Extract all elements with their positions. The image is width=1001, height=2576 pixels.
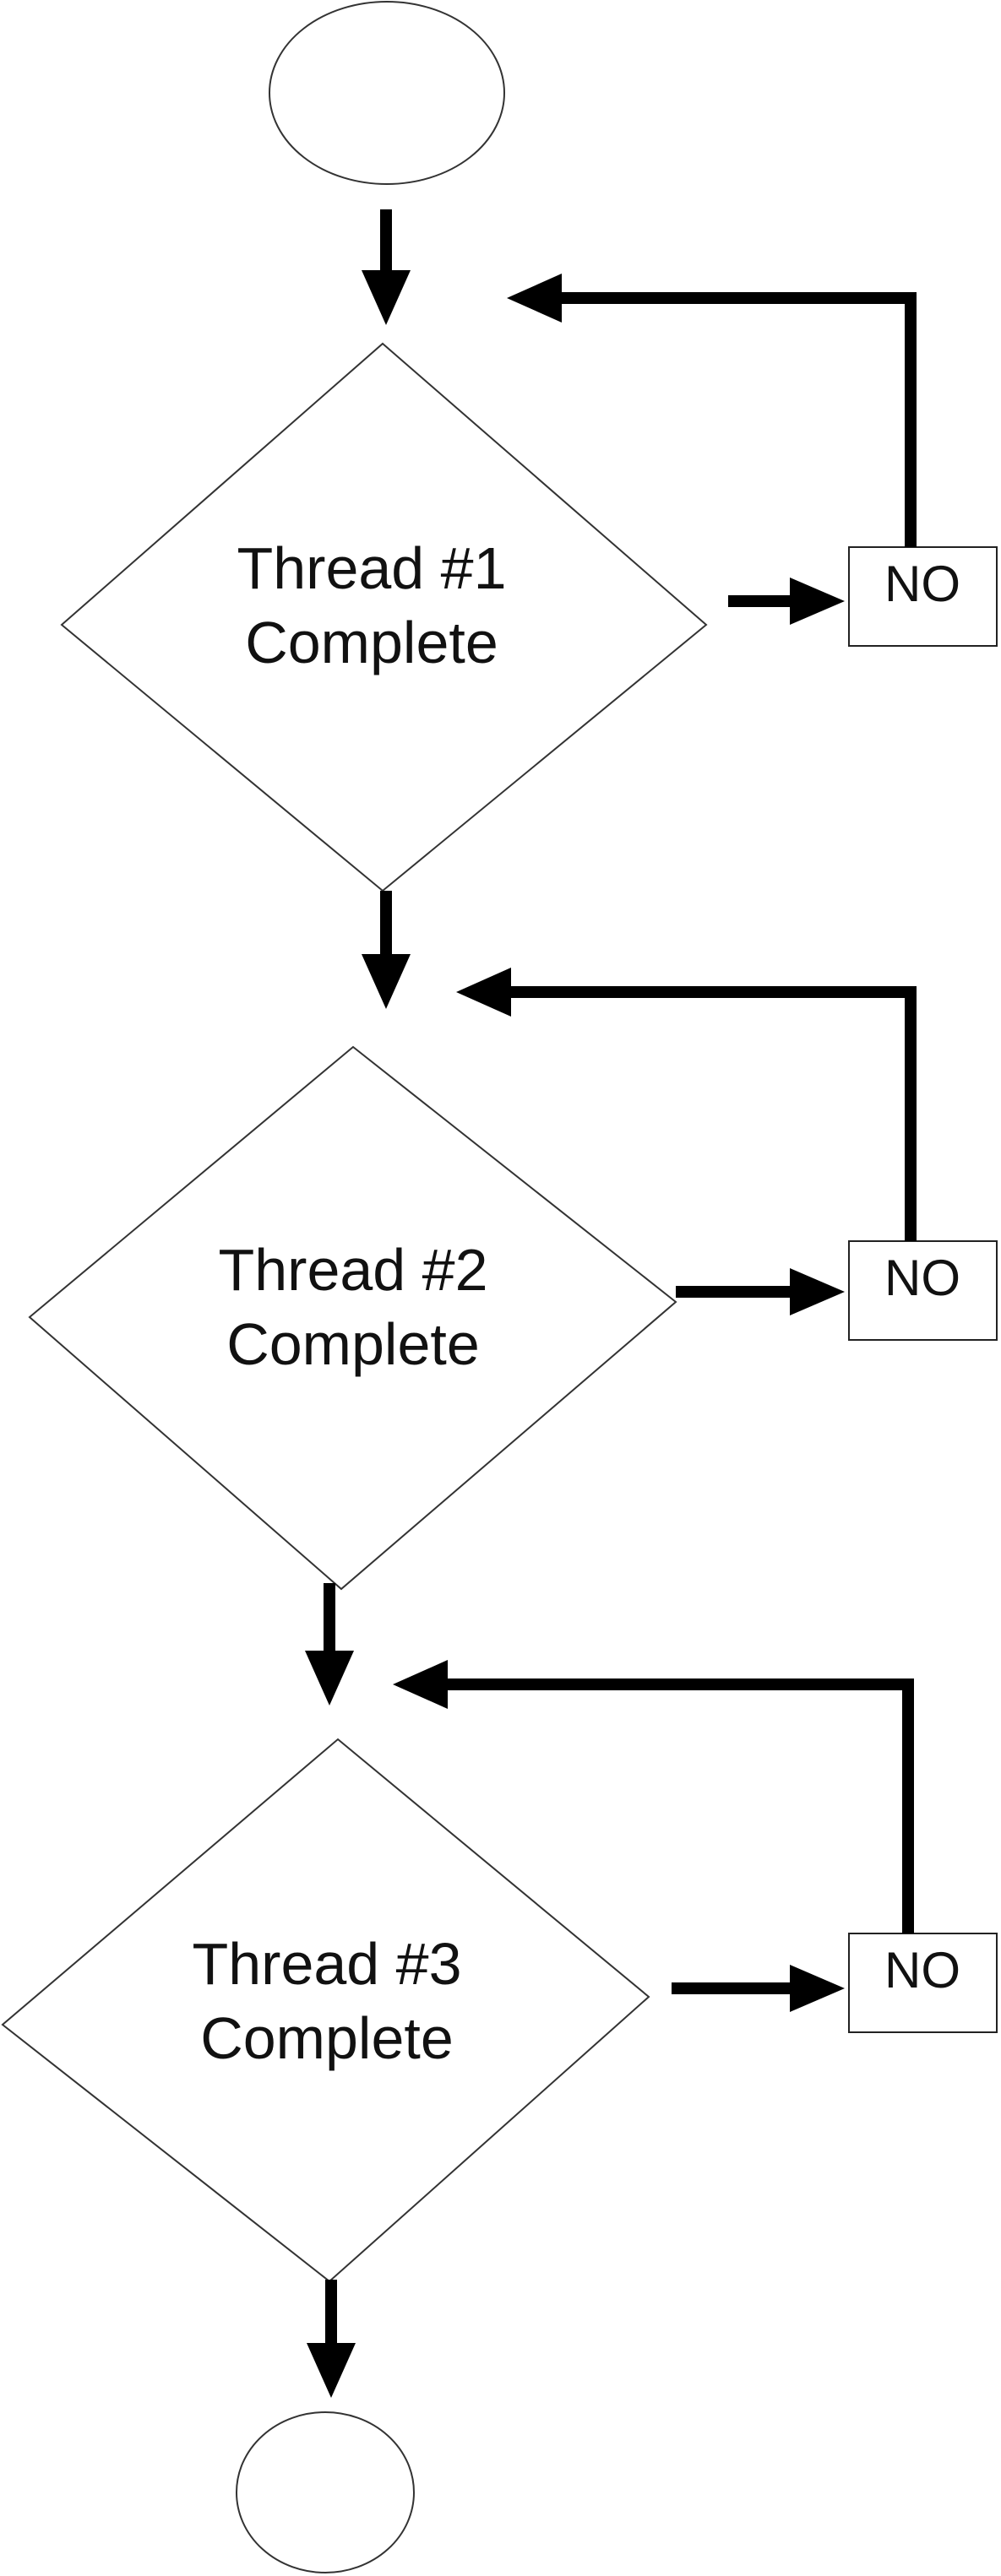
no-box-1 (848, 546, 998, 647)
loop-back-arrow-3 (393, 1660, 914, 1933)
decision-1-label-line1: Thread #1 (237, 535, 506, 601)
decision-3-label-line2: Complete (200, 2005, 454, 2071)
loop-back-arrow-1 (507, 274, 917, 547)
arrow-start-to-decision-1 (362, 209, 411, 325)
arrow-decision-2-to-no (676, 1268, 845, 1315)
no-label-3: NO (884, 1942, 960, 1998)
decision-3-label-line1: Thread #3 (192, 1931, 461, 1997)
no-box-2 (848, 1240, 998, 1341)
arrow-decision-3-to-no (672, 1965, 845, 2012)
loop-back-arrow-2 (456, 968, 917, 1241)
start-terminal (269, 1, 505, 185)
end-terminal (236, 2411, 415, 2573)
arrow-decision-1-to-decision-2 (362, 891, 411, 1009)
decision-diamond-2 (28, 1045, 677, 1591)
no-label-1: NO (884, 556, 960, 612)
no-label-2: NO (884, 1250, 960, 1306)
arrow-decision-1-to-no (728, 578, 845, 625)
no-box-3 (848, 1933, 998, 2033)
arrow-decision-2-to-decision-3 (305, 1583, 354, 1706)
decision-2-label-line2: Complete (226, 1311, 480, 1377)
arrow-decision-3-to-end (307, 2280, 356, 2398)
decision-2-label-line1: Thread #2 (218, 1237, 487, 1303)
decision-1-label-line2: Complete (245, 610, 498, 675)
